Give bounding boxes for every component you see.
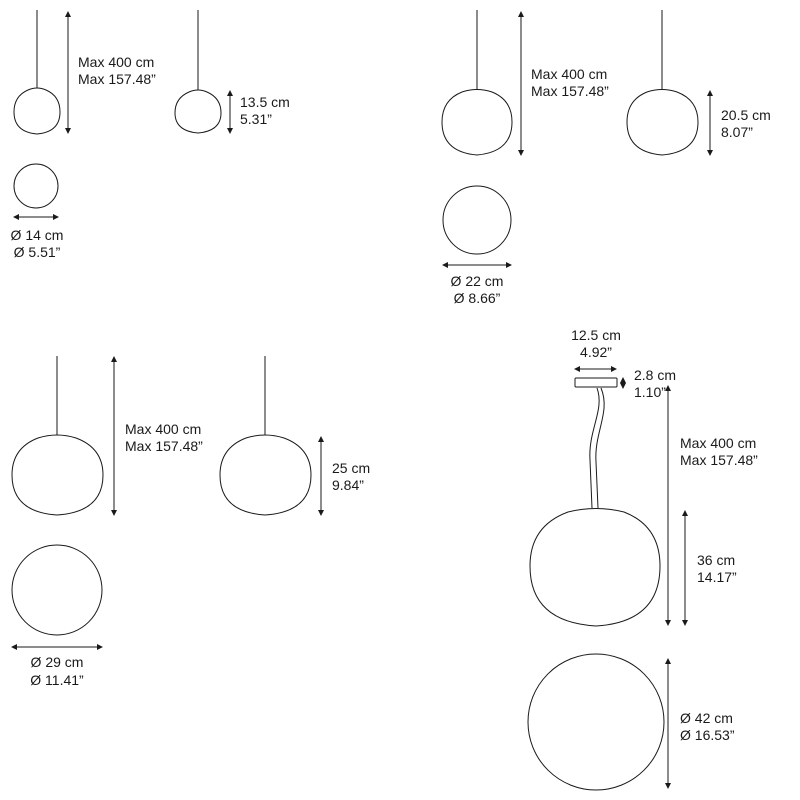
model-1-height-cm: 13.5 cm xyxy=(240,94,290,110)
model-2-height-cm: 20.5 cm xyxy=(721,107,771,123)
model-4-height-in: 14.17” xyxy=(697,569,737,585)
model-4-group: 12.5 cm 4.92” 2.8 cm 1.10” Max 400 cm Ma… xyxy=(527,327,758,791)
model-1-diameter-cm: Ø 14 cm xyxy=(11,227,64,243)
model-1-shade-side xyxy=(13,87,61,135)
model-4-diameter-cm: Ø 42 cm xyxy=(680,710,733,726)
model-3-height-in: 9.84” xyxy=(332,477,364,493)
model-4-height-cm: 36 cm xyxy=(697,552,735,568)
model-2-suspension-in: Max 157.48” xyxy=(531,83,609,99)
model-4-suspension-in: Max 157.48” xyxy=(680,452,758,468)
model-4-cable-a xyxy=(589,387,600,509)
model-3-diameter-cm: Ø 29 cm xyxy=(31,654,84,670)
model-2-suspension-cm: Max 400 cm xyxy=(531,66,607,82)
model-3-height-cm: 25 cm xyxy=(332,460,370,476)
model-2-diameter-in: Ø 8.66” xyxy=(454,290,501,306)
model-1-shade-top xyxy=(13,163,59,209)
model-1-height-in: 5.31” xyxy=(240,111,272,127)
model-4-canopy-height-cm: 2.8 cm xyxy=(634,367,676,383)
model-2-diameter-cm: Ø 22 cm xyxy=(451,273,504,289)
model-4-canopy xyxy=(574,377,618,388)
model-4-canopy-height-in: 1.10” xyxy=(634,384,666,400)
model-1-shade-side-b xyxy=(174,89,222,134)
model-4-shade-top xyxy=(527,653,665,791)
model-3-diameter-in: Ø 11.41” xyxy=(30,672,84,688)
model-3-group: Max 400 cm Max 157.48” 25 cm 9.84” Ø 29 … xyxy=(11,356,370,688)
model-4-canopy-width-cm: 12.5 cm xyxy=(571,327,621,343)
model-2-group: Max 400 cm Max 157.48” 20.5 cm 8.07” Ø 2… xyxy=(441,10,771,306)
model-3-suspension-in: Max 157.48” xyxy=(125,438,203,454)
model-4-canopy-width-in: 4.92” xyxy=(580,344,612,360)
model-1-group: Max 400 cm Max 157.48” 13.5 cm 5.31” Ø 1… xyxy=(11,10,290,260)
model-2-shade-top xyxy=(442,185,512,255)
model-1-suspension-cm: Max 400 cm xyxy=(78,54,154,70)
model-3-shade-top xyxy=(11,544,103,636)
model-4-shade-side xyxy=(529,508,661,627)
model-4-suspension-cm: Max 400 cm xyxy=(680,435,756,451)
model-3-shade-side-b xyxy=(219,434,312,516)
model-4-diameter-in: Ø 16.53” xyxy=(680,727,735,743)
model-3-shade-side xyxy=(11,434,104,516)
model-1-suspension-in: Max 157.48” xyxy=(78,71,156,87)
model-2-height-in: 8.07” xyxy=(721,124,753,140)
model-1-diameter-in: Ø 5.51” xyxy=(14,244,61,260)
model-4-cable-b xyxy=(595,387,605,509)
model-3-suspension-cm: Max 400 cm xyxy=(125,421,201,437)
model-2-shade-side-b xyxy=(626,89,699,156)
model-2-shade-side xyxy=(441,89,513,156)
